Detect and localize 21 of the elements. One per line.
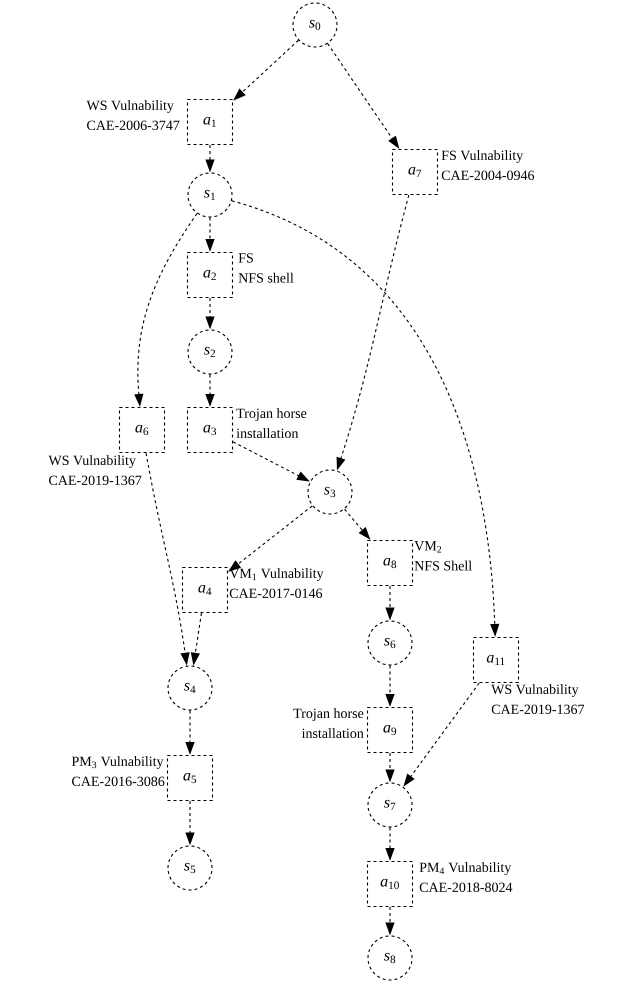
action-box: a$_{4}$ <box>182 566 228 614</box>
action-box: a$_{3}$ <box>186 406 234 454</box>
node-caption: WS Vulnability CAE-2006-3747 <box>86 100 180 130</box>
action-box: a$_{2}$ <box>186 252 234 298</box>
node-caption: PM$_{3}$ Vulnability CAE-2016-3086 <box>72 756 164 786</box>
action-box: a$_{11}$ <box>472 636 520 684</box>
node-caption: WS Vulnability CAE-2019-1367 <box>48 455 142 486</box>
action-box: a$_{6}$ <box>118 406 166 454</box>
node-caption: WS Vulnability CAE-2019-1367 <box>491 684 584 714</box>
action-box: a$_{9}$ <box>366 706 414 754</box>
node-caption: FS Vulnability CAE-2004-0946 <box>442 150 534 180</box>
action-box: a$_{8}$ <box>366 540 414 586</box>
action-box: a$_{5}$ <box>166 754 214 802</box>
node-caption: Trojan horse installation <box>293 708 364 738</box>
action-box: a$_{10}$ <box>366 860 414 908</box>
node-caption: PM$_{4}$ Vulnability CAE-2018-8024 <box>420 862 512 892</box>
action-box: a$_{1}$ <box>186 98 234 146</box>
node-caption: Trojan horse installation <box>236 408 306 438</box>
node-caption: FS NFS shell <box>238 253 294 283</box>
node-caption: VM$_{2}$ NFS Shell <box>414 541 472 570</box>
action-box: a$_{7}$ <box>392 148 438 196</box>
